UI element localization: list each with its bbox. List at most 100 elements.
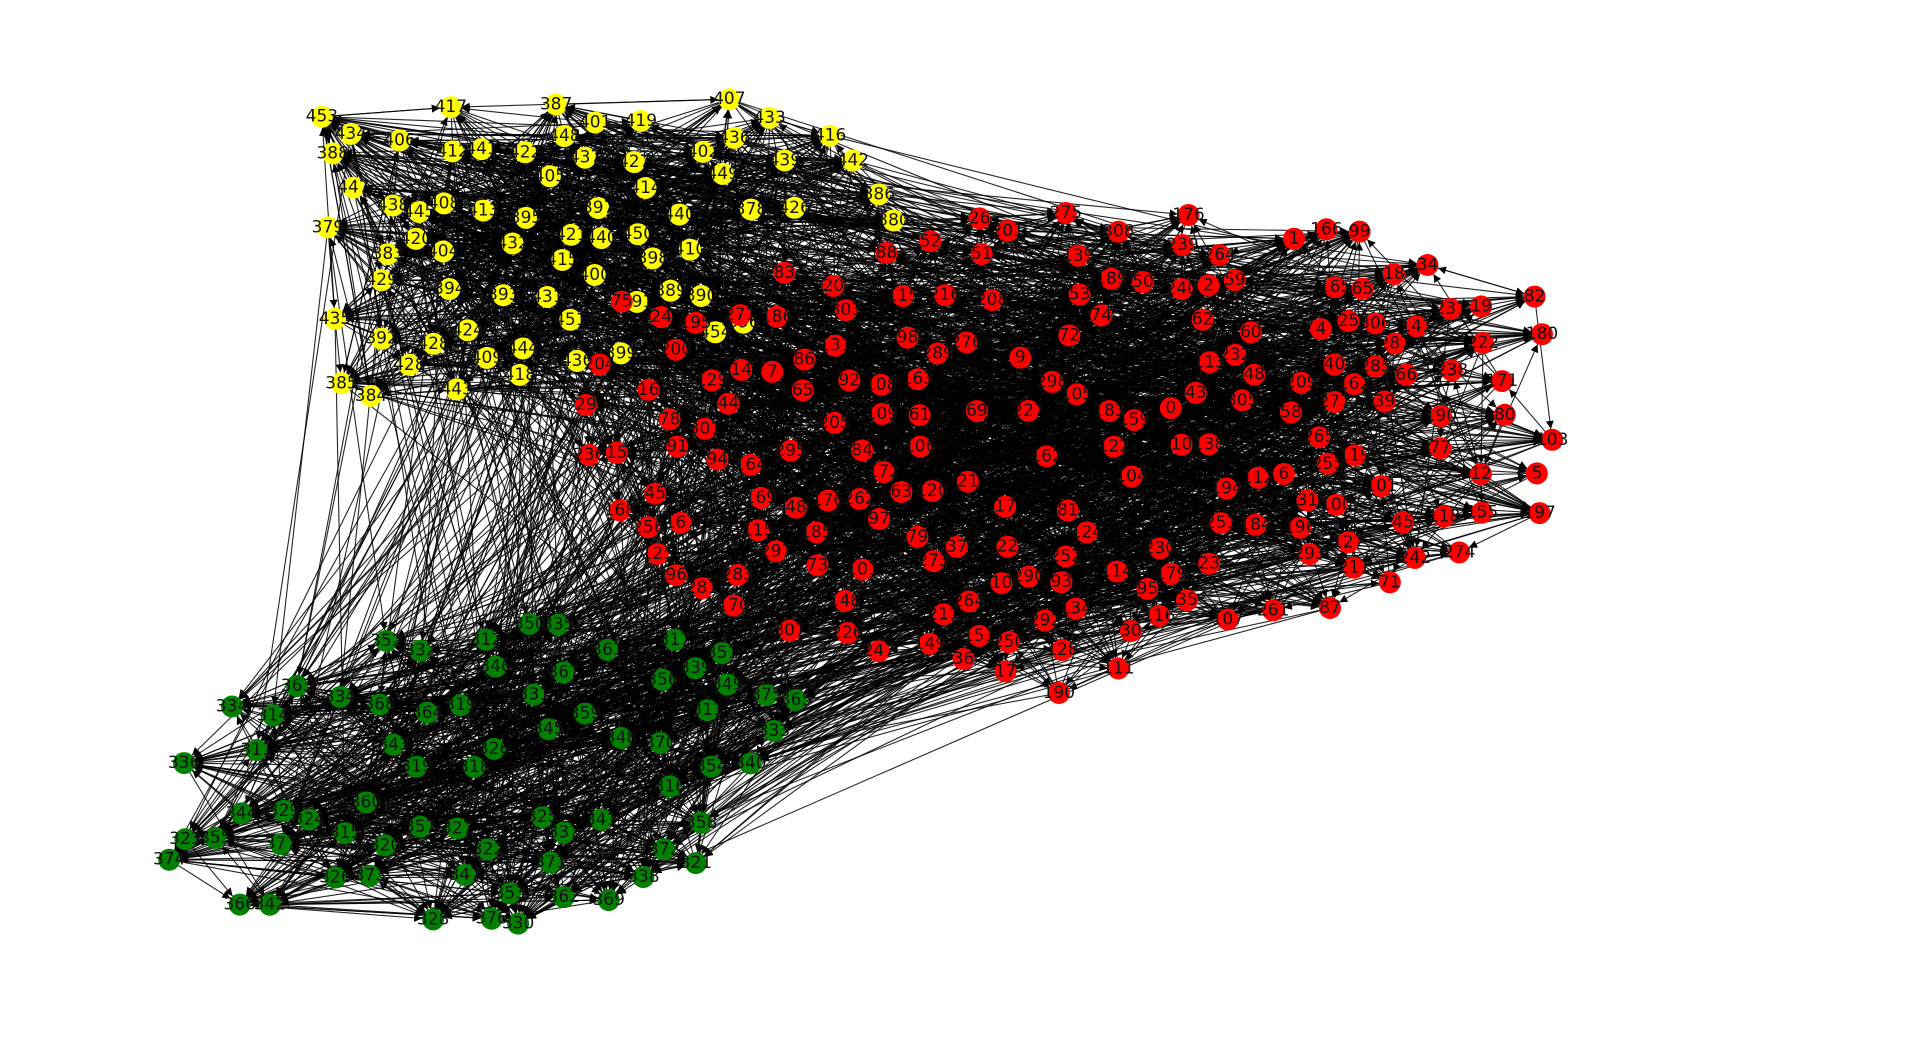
node-circle <box>644 482 667 505</box>
graph-node-red: 84 <box>851 439 874 462</box>
graph-node-red: 48 <box>1243 363 1266 386</box>
node-circle <box>316 216 339 239</box>
graph-node-red: 21 <box>956 470 979 493</box>
node-circle <box>1296 489 1319 512</box>
graph-edge <box>1236 414 1506 614</box>
node-circle <box>1120 465 1143 488</box>
graph-node-red: 12 <box>1469 463 1492 485</box>
node-circle <box>492 284 515 307</box>
node-circle <box>590 227 613 250</box>
graph-node-red: 34 <box>1416 254 1439 276</box>
node-circle <box>824 334 847 357</box>
node-circle <box>783 196 806 219</box>
node-circle <box>684 311 707 334</box>
graph-node-red: 72 <box>1058 324 1081 347</box>
node-circle <box>1324 276 1347 299</box>
node-circle <box>1184 381 1207 404</box>
node-circle <box>922 550 945 573</box>
node-circle <box>773 149 796 172</box>
node-circle <box>1310 318 1332 341</box>
node-circle <box>1337 310 1360 333</box>
node-circle <box>693 417 716 440</box>
node-circle <box>1403 546 1426 569</box>
node-circle <box>634 177 657 199</box>
node-circle <box>1243 363 1266 386</box>
graph-node-red: 80 <box>1493 403 1516 426</box>
graph-node-red: 45 <box>1392 511 1415 534</box>
graph-node-red: 92 <box>838 369 861 392</box>
node-circle <box>1469 463 1492 485</box>
node-circle <box>382 194 404 217</box>
graph-node-red: 66 <box>1395 363 1418 386</box>
node-circle <box>1050 571 1073 594</box>
node-circle <box>956 470 979 493</box>
graph-node-red: 58 <box>1280 401 1302 424</box>
node-circle <box>1017 565 1040 588</box>
graph-node-red: 52 <box>919 230 942 253</box>
graph-edge <box>556 95 719 105</box>
graph-node-red: 9 <box>1009 346 1032 369</box>
node-circle <box>1531 323 1553 346</box>
graph-node-red: 10 <box>990 572 1013 595</box>
node-circle <box>408 201 431 224</box>
node-circle <box>574 146 597 169</box>
node-circle <box>1290 371 1313 394</box>
node-circle <box>1231 389 1254 412</box>
node-circle <box>545 93 568 116</box>
node-circle <box>1343 373 1366 396</box>
node-circle <box>965 400 988 423</box>
node-circle <box>1373 390 1396 413</box>
graph-node-red: 1 <box>1283 227 1305 250</box>
node-circle <box>1525 462 1548 485</box>
node-circle <box>1351 277 1374 300</box>
node-circle <box>1247 466 1269 489</box>
graph-node-red: 99 <box>1348 220 1371 243</box>
node-circle <box>1191 308 1214 331</box>
node-circle <box>819 124 842 147</box>
node-circle <box>932 603 955 626</box>
graph-edge <box>168 859 231 900</box>
node-circle <box>342 176 365 199</box>
node-circle <box>472 199 495 222</box>
node-circle <box>1090 304 1113 327</box>
node-circle <box>1262 599 1285 622</box>
node-circle <box>711 162 734 185</box>
node-circle <box>1343 444 1366 467</box>
graph-node-red: 93 <box>1050 571 1073 594</box>
graph-node-red: 71 <box>1378 571 1401 594</box>
graph-node-red: 96 <box>665 564 688 587</box>
node-circle <box>559 308 582 331</box>
node-circle <box>1160 562 1183 585</box>
node-circle <box>1280 401 1302 424</box>
graph-node-red: 10 <box>1170 433 1193 456</box>
graph-node-red: 50 <box>1132 271 1154 294</box>
node-circle <box>908 404 931 427</box>
graph-node-red: 17 <box>994 495 1017 518</box>
graph-node-red: 6 <box>1272 462 1295 485</box>
node-circle <box>691 577 714 600</box>
node-circle <box>726 564 749 586</box>
node-circle <box>1315 218 1338 241</box>
node-circle <box>717 392 740 415</box>
node-circle <box>1224 343 1247 366</box>
graph-edge <box>1534 296 1554 429</box>
node-circle <box>806 554 829 577</box>
node-circle <box>906 525 929 548</box>
graph-node-red: 16 <box>637 378 660 401</box>
node-circle <box>957 590 980 613</box>
node-circle <box>538 165 561 188</box>
node-circle <box>610 342 632 365</box>
graph-node-red: 4 <box>1310 318 1332 341</box>
node-circle <box>605 441 628 464</box>
node-circle <box>398 353 421 376</box>
graph-edge <box>1468 512 1540 549</box>
graph-node-red: 48 <box>784 496 807 519</box>
node-circle <box>833 590 856 612</box>
node-circle <box>1123 409 1146 432</box>
graph-edge <box>1379 497 1391 583</box>
graph-edge <box>1415 326 1478 465</box>
node-circle <box>1416 254 1439 276</box>
node-circle <box>1017 399 1040 422</box>
graph-node-red: 51 <box>970 243 993 266</box>
